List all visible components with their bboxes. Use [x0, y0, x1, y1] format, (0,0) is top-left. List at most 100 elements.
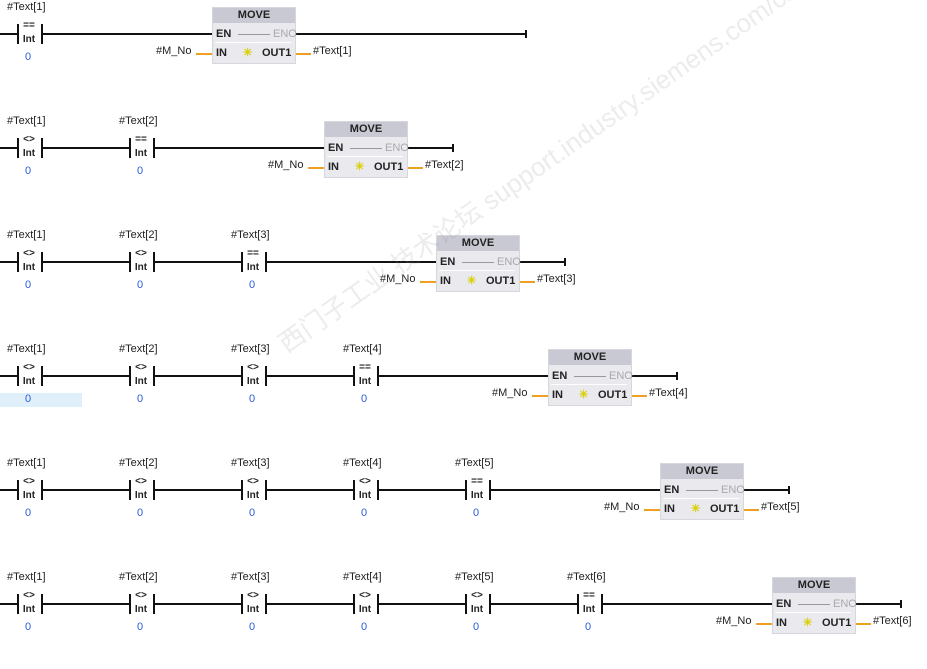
- contact-value[interactable]: 0: [248, 393, 256, 405]
- contact-type: Int: [134, 604, 148, 615]
- contact-tag[interactable]: #Text[2]: [119, 229, 158, 241]
- contact-operator: ==: [135, 134, 147, 145]
- contact-tag[interactable]: #Text[2]: [119, 343, 158, 355]
- contact-tag[interactable]: #Text[2]: [119, 115, 158, 127]
- rung-end: [900, 600, 902, 608]
- contact-value[interactable]: 0: [24, 279, 32, 291]
- contact-value[interactable]: 0: [24, 51, 32, 63]
- contact-left-bar: [129, 138, 131, 158]
- pin-in: IN: [776, 617, 787, 629]
- wire: [224, 261, 336, 263]
- wire: [0, 603, 112, 605]
- contact-type: Int: [246, 376, 260, 387]
- contact-value[interactable]: 0: [248, 507, 256, 519]
- contact-value[interactable]: 0: [360, 621, 368, 633]
- contact-operator: ==: [471, 476, 483, 487]
- pin-eno: ENO: [273, 28, 297, 40]
- out-tag[interactable]: #Text[6]: [873, 615, 912, 627]
- contact-right-bar: [153, 480, 155, 500]
- contact-left-bar: [353, 366, 355, 386]
- pin-en: EN: [776, 598, 792, 610]
- out-tag[interactable]: #Text[4]: [649, 387, 688, 399]
- separator: [327, 156, 403, 157]
- contact-type: Int: [134, 262, 148, 273]
- contact-right-bar: [265, 594, 267, 614]
- contact-tag[interactable]: #Text[1]: [7, 229, 46, 241]
- contact-value[interactable]: 0: [136, 393, 144, 405]
- out-wire: [631, 395, 647, 397]
- contact-tag[interactable]: #Text[4]: [343, 571, 382, 583]
- wire: [112, 375, 224, 377]
- contact-tag[interactable]: #Text[3]: [231, 343, 270, 355]
- contact-gap: [19, 486, 41, 494]
- contact-value[interactable]: 0: [360, 507, 368, 519]
- wire: [224, 603, 336, 605]
- contact-tag[interactable]: #Text[5]: [455, 571, 494, 583]
- contact-tag[interactable]: #Text[5]: [455, 457, 494, 469]
- out-tag[interactable]: #Text[5]: [761, 501, 800, 513]
- contact-tag[interactable]: #Text[3]: [231, 457, 270, 469]
- in-tag[interactable]: #M_No: [604, 501, 640, 513]
- contact-tag[interactable]: #Text[6]: [567, 571, 606, 583]
- contact-tag[interactable]: #Text[4]: [343, 343, 382, 355]
- in-tag[interactable]: #M_No: [268, 159, 304, 171]
- contact-right-bar: [377, 366, 379, 386]
- contact-left-bar: [17, 252, 19, 272]
- contact-value[interactable]: 0: [24, 393, 32, 405]
- contact-gap: [355, 600, 377, 608]
- contact-value[interactable]: 0: [472, 507, 480, 519]
- contact-type: Int: [246, 490, 260, 501]
- contact-tag[interactable]: #Text[4]: [343, 457, 382, 469]
- contact-type: Int: [22, 376, 36, 387]
- contact-value[interactable]: 0: [248, 621, 256, 633]
- pin-en: EN: [440, 256, 456, 268]
- move-title: MOVE: [661, 464, 743, 479]
- out-tag[interactable]: #Text[1]: [313, 45, 352, 57]
- contact-tag[interactable]: #Text[3]: [231, 571, 270, 583]
- pin-out1: OUT1: [710, 503, 740, 515]
- contact-left-bar: [129, 366, 131, 386]
- contact-value[interactable]: 0: [136, 507, 144, 519]
- contact-tag[interactable]: #Text[2]: [119, 571, 158, 583]
- out-wire: [855, 623, 871, 625]
- in-tag[interactable]: #M_No: [492, 387, 528, 399]
- contact-operator: ==: [23, 20, 35, 31]
- asterisk-icon: ✳: [467, 275, 477, 287]
- in-tag[interactable]: #M_No: [380, 273, 416, 285]
- contact-type: Int: [22, 262, 36, 273]
- contact-tag[interactable]: #Text[1]: [7, 1, 46, 13]
- out-tag[interactable]: #Text[3]: [537, 273, 576, 285]
- contact-tag[interactable]: #Text[3]: [231, 229, 270, 241]
- contact-tag[interactable]: #Text[1]: [7, 115, 46, 127]
- out-wire: [295, 53, 311, 55]
- contact-tag[interactable]: #Text[1]: [7, 343, 46, 355]
- contact-value[interactable]: 0: [136, 279, 144, 291]
- contact-value[interactable]: 0: [24, 621, 32, 633]
- wire: [336, 261, 436, 263]
- contact-tag[interactable]: #Text[1]: [7, 457, 46, 469]
- contact-value[interactable]: 0: [136, 621, 144, 633]
- contact-gap: [243, 372, 265, 380]
- contact-right-bar: [265, 480, 267, 500]
- in-tag[interactable]: #M_No: [156, 45, 192, 57]
- contact-tag[interactable]: #Text[2]: [119, 457, 158, 469]
- pin-eno: ENO: [385, 142, 409, 154]
- contact-value[interactable]: 0: [24, 165, 32, 177]
- contact-tag[interactable]: #Text[1]: [7, 571, 46, 583]
- contact-operator: <>: [135, 590, 147, 601]
- contact-value[interactable]: 0: [472, 621, 480, 633]
- contact-value[interactable]: 0: [248, 279, 256, 291]
- contact-value[interactable]: 0: [584, 621, 592, 633]
- contact-value[interactable]: 0: [136, 165, 144, 177]
- contact-value[interactable]: 0: [24, 507, 32, 519]
- in-tag[interactable]: #M_No: [716, 615, 752, 627]
- contact-left-bar: [17, 366, 19, 386]
- out-tag[interactable]: #Text[2]: [425, 159, 464, 171]
- contact-value[interactable]: 0: [360, 393, 368, 405]
